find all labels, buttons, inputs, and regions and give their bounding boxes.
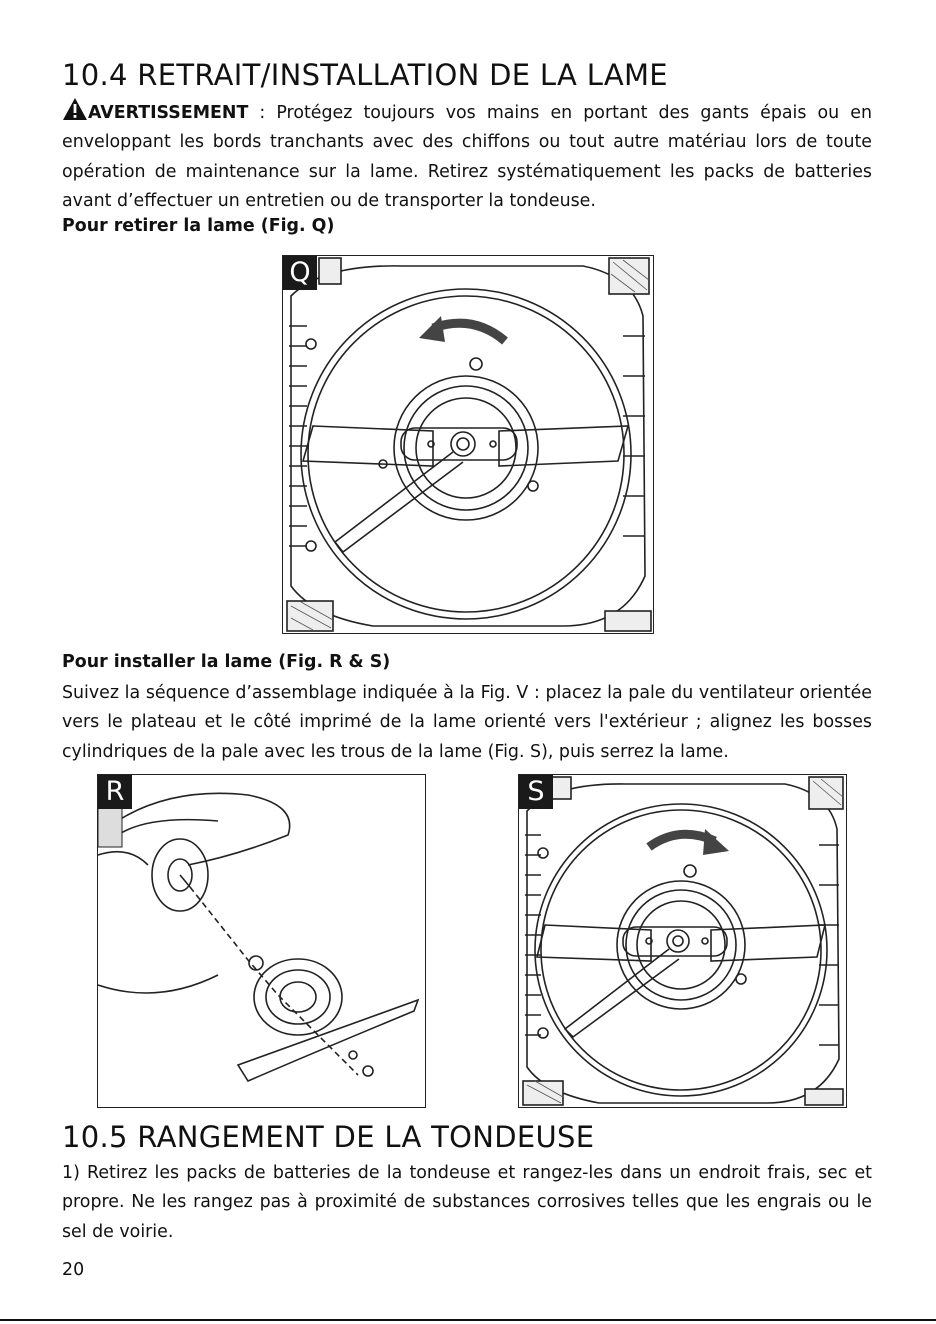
section-10-4-title: 10.4 RETRAIT/INSTALLATION DE LA LAME xyxy=(62,58,668,92)
figure-s-label: S xyxy=(519,775,553,809)
figure-s: S xyxy=(518,774,847,1108)
storage-text: 1) Retirez les packs de batteries de la … xyxy=(62,1163,872,1242)
figure-q-label: Q xyxy=(283,256,317,290)
install-blade-text: Suivez la séquence d’assemblage indiquée… xyxy=(62,683,872,762)
warning-paragraph: AVERTISSEMENT : Protégez toujours vos ma… xyxy=(62,97,872,216)
warning-label: AVERTISSEMENT xyxy=(88,103,249,123)
install-blade-heading: Pour installer la lame (Fig. R & S) xyxy=(62,652,391,672)
figure-r-label: R xyxy=(98,775,132,809)
figure-q-drawing xyxy=(286,257,652,632)
footer-rule xyxy=(0,1319,936,1321)
warning-text: : Protégez toujours vos mains en portant… xyxy=(62,103,872,211)
remove-blade-heading: Pour retirer la lame (Fig. Q) xyxy=(62,216,335,236)
figure-s-drawing xyxy=(522,776,844,1106)
figure-q: Q xyxy=(282,255,654,634)
section-10-5-title: 10.5 RANGEMENT DE LA TONDEUSE xyxy=(62,1120,595,1154)
warning-triangle-icon xyxy=(63,98,87,120)
figure-r-drawing xyxy=(98,792,420,1083)
figure-r: R xyxy=(97,774,426,1108)
page-number: 20 xyxy=(62,1260,85,1280)
